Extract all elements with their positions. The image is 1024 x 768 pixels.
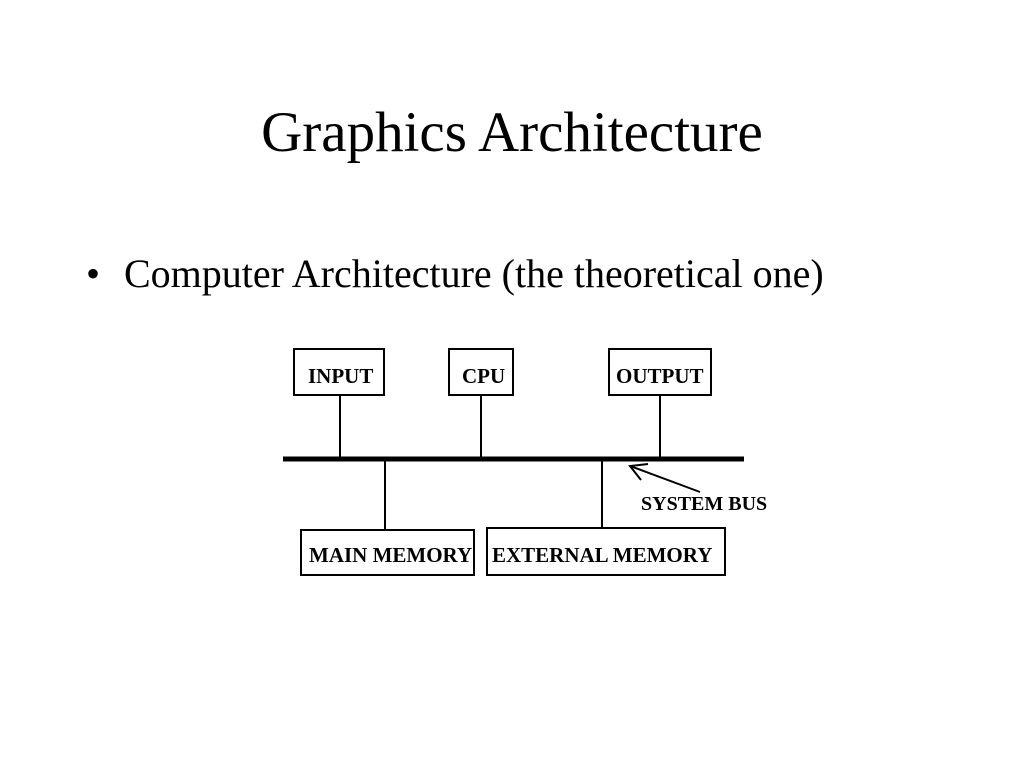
slide-title: Graphics Architecture — [261, 101, 763, 164]
cpu-box-outline — [448, 348, 514, 396]
arrow-shaft — [629, 465, 701, 493]
bullet-item: • Computer Architecture (the theoretical… — [86, 248, 824, 300]
input-box-outline — [293, 348, 385, 396]
connectors — [339, 395, 661, 530]
input-label: INPUT — [308, 364, 373, 388]
cpu-label: CPU — [462, 364, 505, 388]
input-box: INPUT — [293, 348, 385, 396]
bullet-text: Computer Architecture (the theoretical o… — [124, 251, 824, 296]
arrow-head-icon — [628, 463, 649, 481]
cpu-box: CPU — [448, 348, 514, 396]
external-memory-box: EXTERNAL MEMORY — [486, 527, 726, 576]
bullet-list: • Computer Architecture (the theoretical… — [86, 248, 824, 300]
system-bus-arrow — [628, 463, 701, 493]
output-box-outline — [608, 348, 712, 396]
output-box: OUTPUT — [608, 348, 712, 396]
system-bus-label: SYSTEM BUS — [641, 493, 767, 515]
main-memory-label: MAIN MEMORY — [309, 543, 472, 567]
bullet-marker: • — [86, 251, 101, 296]
main-memory-box: MAIN MEMORY — [300, 529, 475, 576]
external-memory-label: EXTERNAL MEMORY — [492, 543, 712, 567]
main-memory-box-outline — [300, 529, 475, 576]
output-label: OUTPUT — [616, 364, 704, 388]
external-memory-box-outline — [486, 527, 726, 576]
